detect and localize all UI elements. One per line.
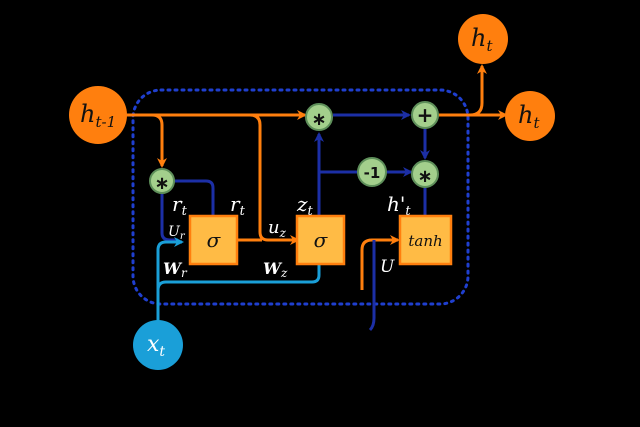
h-out-top-base: h	[471, 24, 486, 52]
svg-text:ht: ht	[471, 24, 493, 55]
h-prev-node: ht-1	[69, 86, 127, 144]
edge-into-tanh	[360, 235, 400, 290]
gate-signal-flow	[160, 110, 430, 332]
reset-mult-op: ∗	[149, 168, 175, 194]
svg-text:ht: ht	[518, 101, 540, 132]
h-prev-sub: t-1	[95, 113, 116, 131]
edge-reset-mult-to-reset-gate	[160, 194, 178, 242]
h-prev-base: h	[80, 100, 95, 128]
label-u: U	[380, 257, 395, 277]
multiply-icon: ∗	[154, 173, 169, 194]
edge-add-to-hout-top	[469, 64, 487, 117]
plus-icon: +	[417, 103, 434, 127]
candidate-gate: tanh	[398, 214, 453, 266]
cell-boundary	[131, 88, 470, 306]
x-t-sub: t	[159, 344, 165, 360]
x-t-base: x	[147, 332, 160, 357]
candidate-gate-label: tanh	[408, 232, 442, 250]
h-out-right-sub: t	[533, 114, 540, 132]
label-z-t: zt	[296, 192, 314, 219]
edge-xt-to-reset-gate	[156, 237, 184, 322]
candidate-mult-op: ∗	[411, 160, 439, 188]
neg-one-op: -1	[357, 157, 387, 187]
h-out-right-node: ht	[505, 91, 555, 141]
add-op: +	[411, 101, 439, 129]
h-out-right-base: h	[518, 101, 533, 129]
label-u-z: uz	[268, 217, 287, 240]
label-h-prime-t: h't	[387, 192, 411, 219]
multiply-icon: ∗	[417, 166, 432, 187]
label-w-z: Wz	[263, 259, 288, 280]
edge-reset-gate-to-reset-mult	[172, 179, 215, 216]
multiply-icon: ∗	[311, 109, 326, 130]
label-w-r: Wr	[163, 259, 188, 280]
edge-xt-to-update-gate	[156, 264, 321, 291]
label-r-t-right: rt	[230, 192, 246, 219]
update-mult-op: ∗	[305, 103, 333, 131]
neg-one-label: -1	[364, 164, 381, 182]
svg-text:xt: xt	[147, 332, 165, 360]
edge-hprev-to-update-gate	[249, 113, 300, 245]
hidden-state-flow	[100, 64, 508, 290]
label-r-t-left: rt	[172, 192, 188, 219]
update-gate-label: σ	[314, 228, 329, 252]
reset-gate-label: σ	[207, 228, 222, 252]
edge-u-input	[368, 240, 376, 332]
label-u-r: Ur	[168, 224, 186, 242]
h-out-top-sub: t	[486, 37, 493, 55]
reset-gate: σ	[188, 214, 239, 266]
edge-hprev-to-reset-mult	[151, 113, 167, 168]
svg-text:ht-1: ht-1	[80, 100, 116, 131]
x-t-node: xt	[133, 320, 183, 370]
input-flow	[156, 237, 321, 322]
update-gate: σ	[295, 214, 346, 266]
h-out-top-node: ht	[458, 14, 508, 64]
